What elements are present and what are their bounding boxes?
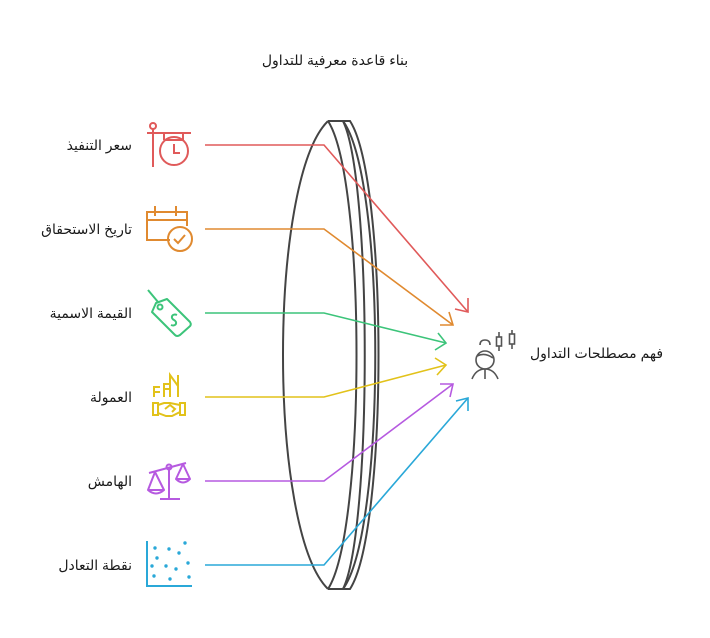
input-label-strike-price: سعر التنفيذ bbox=[66, 137, 132, 153]
input-label-nominal-value: القيمة الاسمية bbox=[49, 305, 132, 321]
connector-maturity-date bbox=[205, 228, 454, 326]
person-candlestick-icon bbox=[471, 330, 516, 380]
connector-nominal-value bbox=[205, 312, 447, 344]
input-label-maturity-date: تاريخ الاستحقاق bbox=[41, 221, 132, 237]
connector-lines bbox=[205, 144, 469, 566]
calendar-check-icon bbox=[146, 206, 193, 252]
input-label-break-even: نقطة التعادل bbox=[58, 557, 132, 573]
balance-scale-icon bbox=[147, 462, 191, 500]
lens-shape bbox=[282, 120, 380, 590]
input-label-commission: العمولة bbox=[89, 389, 132, 405]
price-tag-dollar-icon bbox=[147, 289, 192, 337]
handshake-building-icon bbox=[152, 371, 186, 417]
connector-margin bbox=[205, 383, 454, 482]
hanging-clock-sign-icon bbox=[147, 122, 191, 167]
scatter-plot-icon bbox=[146, 541, 192, 587]
output-label: فهم مصطلحات التداول bbox=[530, 345, 664, 361]
diagram-title: بناء قاعدة معرفية للتداول bbox=[261, 52, 409, 68]
connector-strike-price bbox=[205, 144, 469, 313]
input-label-margin: الهامش bbox=[87, 473, 132, 489]
connector-break-even bbox=[205, 397, 469, 566]
connector-commission bbox=[205, 364, 447, 398]
